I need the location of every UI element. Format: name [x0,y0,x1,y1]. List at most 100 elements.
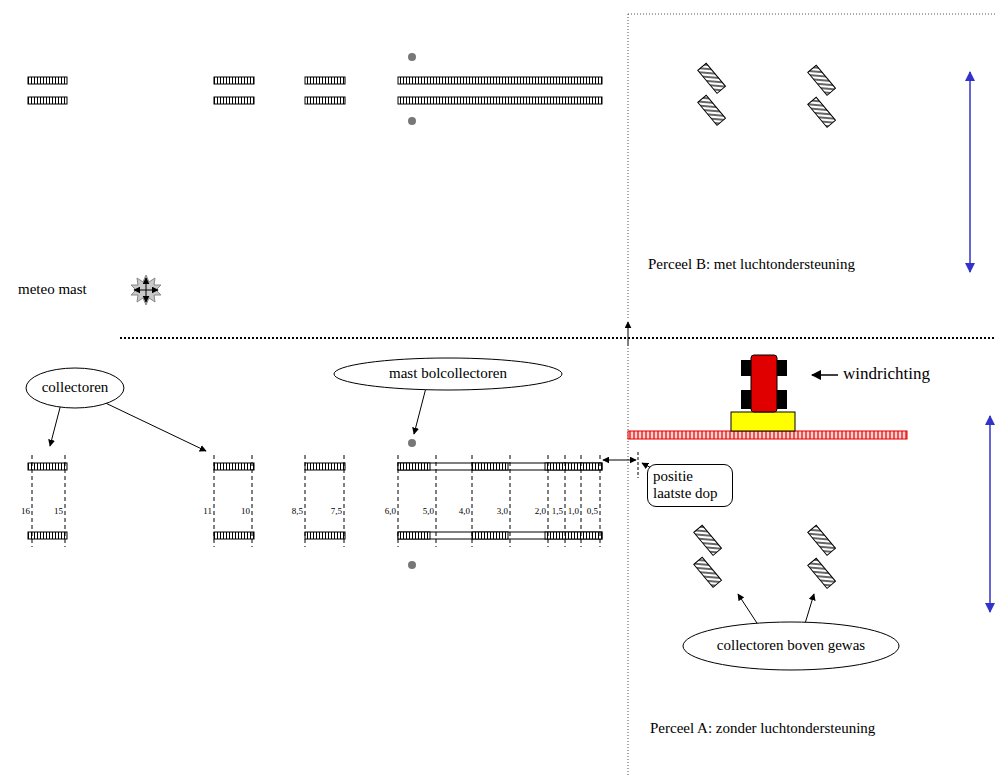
distance-ticks [32,455,600,547]
drawing-part [28,97,67,104]
ellipse-shape [334,358,562,390]
drawing-part [252,455,253,547]
wind-arrow [812,374,838,376]
callout-text: collectoren [42,379,109,396]
distance-label: 15 [54,506,63,516]
drawing-part [408,117,416,125]
text-label: Perceel A: zonder luchtondersteuning [650,720,875,737]
ellipse-shape [683,622,899,670]
drawing-part [408,439,416,447]
plot-length-arrow [989,416,991,612]
crop-collectors-b [698,63,836,127]
callout-ellipse: collectoren [25,367,125,409]
plot-length-arrow [969,72,971,272]
distance-label: 10 [241,506,250,516]
drawing-part [398,97,602,104]
drawing-part [741,360,751,376]
drawing-part [565,455,566,547]
drawing-part [131,275,161,305]
drawing-part [777,360,787,376]
distance-label: 1,0 [568,506,579,516]
distance-label: 4,0 [459,506,470,516]
drawing-part [545,532,602,539]
text-label: meteo mast [18,281,87,298]
sprayer-tank [731,412,795,431]
drawing-part [698,95,726,125]
drawing-part [65,455,66,547]
distance-label: 0,5 [587,506,598,516]
distance-label: 2,0 [535,506,546,516]
callout-ellipse: collectoren boven gewas [682,621,900,671]
distance-label: 16 [21,506,30,516]
callout-text: collectoren boven gewas [717,637,865,654]
drawing-part [581,455,582,547]
drawing-part [398,532,602,539]
drawing-part [808,97,836,127]
drawing-part [214,77,254,84]
drawing-part [28,77,67,84]
drawing-part [214,532,254,539]
drawing-part [398,455,399,547]
plot-border [628,14,996,776]
drawing-part [398,463,430,470]
ellipse-shape [26,368,124,408]
drawing-part [214,463,254,470]
drawing-part [305,463,345,470]
callout-ellipse: mast bolcollectoren [333,357,563,391]
drawing-part [808,525,836,555]
drawing-part [600,455,601,547]
crop-collectors-a [694,525,836,588]
mast-dots [408,53,416,569]
drawing-part [472,532,508,539]
drawing-part [28,532,67,539]
callout-text: mast bolcollectoren [389,365,507,382]
collector-rows-bottom [28,463,602,539]
tractor [751,355,777,412]
text-label: windrichting [843,364,930,384]
distance-label: 1,5 [552,506,563,516]
drawing-part [698,63,726,93]
drawing-part [694,557,722,587]
drawing-part [214,455,215,547]
distance-label: 7,5 [331,506,342,516]
distance-label: 8,5 [292,506,303,516]
collector-rows-top [28,77,602,104]
callout-box: positie laatste dop [647,464,733,507]
drawing-part [32,455,33,547]
drawing-part [408,561,416,569]
callout-leaders [50,380,814,640]
drawing-part [95,398,206,451]
divider-arrow [628,322,629,346]
drawing-part [694,525,722,555]
callout-text: positie laatste dop [653,468,727,503]
drawing-part [305,97,345,104]
drawing-part [545,463,602,470]
drawing-part [808,65,836,95]
text-label: Perceel B: met luchtondersteuning [648,256,855,273]
drawing-part [408,53,416,61]
distance-arrow [603,460,636,461]
nozzle-line [638,452,639,478]
distance-label: 6,0 [385,506,396,516]
drawing-part [808,558,836,588]
drawing-part [436,455,437,547]
drawing-part [398,77,602,84]
drawing-part [472,455,473,547]
drawing-part [305,455,306,547]
drawing-part [548,455,549,547]
drawing-part [214,97,254,104]
distance-label: 11 [203,506,212,516]
drawing-part [344,455,345,547]
drawing-part [398,532,430,539]
drawing-part [510,455,511,547]
distance-label: 3,0 [497,506,508,516]
drawing-part [741,390,751,409]
drawing-part [305,532,345,539]
drawing-part [305,77,345,84]
meteo-mast-symbol [131,275,161,305]
divider-line [120,337,996,339]
drawing-part [146,278,147,302]
distance-label: 5,0 [423,506,434,516]
drawing-part [28,463,67,470]
